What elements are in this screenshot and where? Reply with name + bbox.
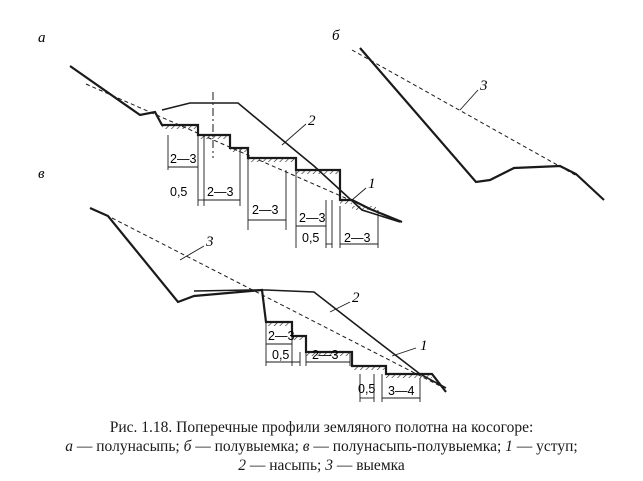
panel-v-label-2: 2 [352, 290, 360, 306]
panel-v [89, 206, 447, 402]
panel-v-dim-2-3-b: 2—3 [312, 348, 338, 362]
panel-a [69, 65, 403, 248]
panel-a-leader-2 [281, 123, 307, 146]
panel-a-dim-2-3-e: 2—3 [344, 231, 370, 245]
panel-b-leader-3 [459, 89, 479, 111]
figure-caption-line-2: а — полунасыпь; б — полувыемка; в — полу… [0, 437, 643, 456]
caption-text-b: — полувыемка; [191, 438, 303, 455]
caption-num-3: 3 [325, 457, 333, 474]
panel-v-ground-line [89, 206, 447, 393]
caption-letter-a: а [65, 438, 73, 455]
panel-a-dim-0-5-a: 0,5 [170, 185, 187, 199]
panel-a-dim-2-3-a: 2—3 [170, 152, 196, 166]
panel-v-dimensions [265, 322, 421, 402]
caption-letter-b: б [183, 438, 192, 455]
panel-a-label-2: 2 [308, 113, 316, 129]
panel-v-label-3: 3 [205, 234, 214, 250]
panel-a-dimensions [167, 135, 379, 248]
panel-a-ground-line [69, 65, 403, 224]
panel-a-dim-2-3-b: 2—3 [207, 185, 233, 199]
panel-v-dim-0-5-b: 0,5 [358, 382, 375, 396]
panel-v-dim-3-4: 3—4 [388, 384, 414, 398]
caption-letter-v: в [302, 438, 310, 455]
panel-v-dim-0-5-a: 0,5 [272, 348, 289, 362]
panel-a-dim-2-3-d: 2—3 [299, 211, 325, 225]
figure-caption-line-1: Рис. 1.18. Поперечные профили земляного … [109, 419, 534, 436]
panel-v-leader-2 [329, 301, 351, 313]
panel-v-leader-3 [179, 245, 205, 261]
panel-v-step-hatching [266, 322, 432, 378]
caption-text-v: — полунасыпь-полувыемка; [309, 438, 506, 455]
caption-text-2: — насыпь; [245, 457, 326, 474]
panel-b [351, 47, 605, 201]
caption-text-a: — полунасыпь; [73, 438, 184, 455]
panel-b-label-3: 3 [479, 78, 488, 94]
caption-text-1: — уступ; [512, 438, 578, 455]
panel-a-dashed-line [85, 83, 401, 223]
panel-a-letter: а [38, 30, 46, 46]
figure-caption-line-3: 2 — насыпь; 3 — выемка [0, 456, 643, 475]
panel-v-dim-2-3-a: 2—3 [268, 329, 294, 343]
panel-a-label-1: 1 [368, 176, 376, 192]
caption-num-1: 1 [505, 438, 513, 455]
panel-b-ground-line [359, 47, 605, 201]
caption-num-2: 2 [238, 457, 246, 474]
panel-a-step-hatching [162, 125, 376, 210]
panel-v-leader-1 [391, 347, 417, 357]
panel-a-dim-0-5-b: 0,5 [302, 231, 319, 245]
panel-a-leader-1 [351, 187, 367, 201]
panel-b-letter: б [332, 28, 340, 44]
panel-v-dashed-line [111, 217, 445, 389]
panel-a-dim-2-3-c: 2—3 [252, 203, 278, 217]
panel-v-label-1: 1 [420, 338, 428, 354]
panel-v-letter: в [38, 166, 45, 182]
panel-b-dashed-line [351, 49, 578, 177]
caption-text-3: — выемка [332, 457, 405, 474]
